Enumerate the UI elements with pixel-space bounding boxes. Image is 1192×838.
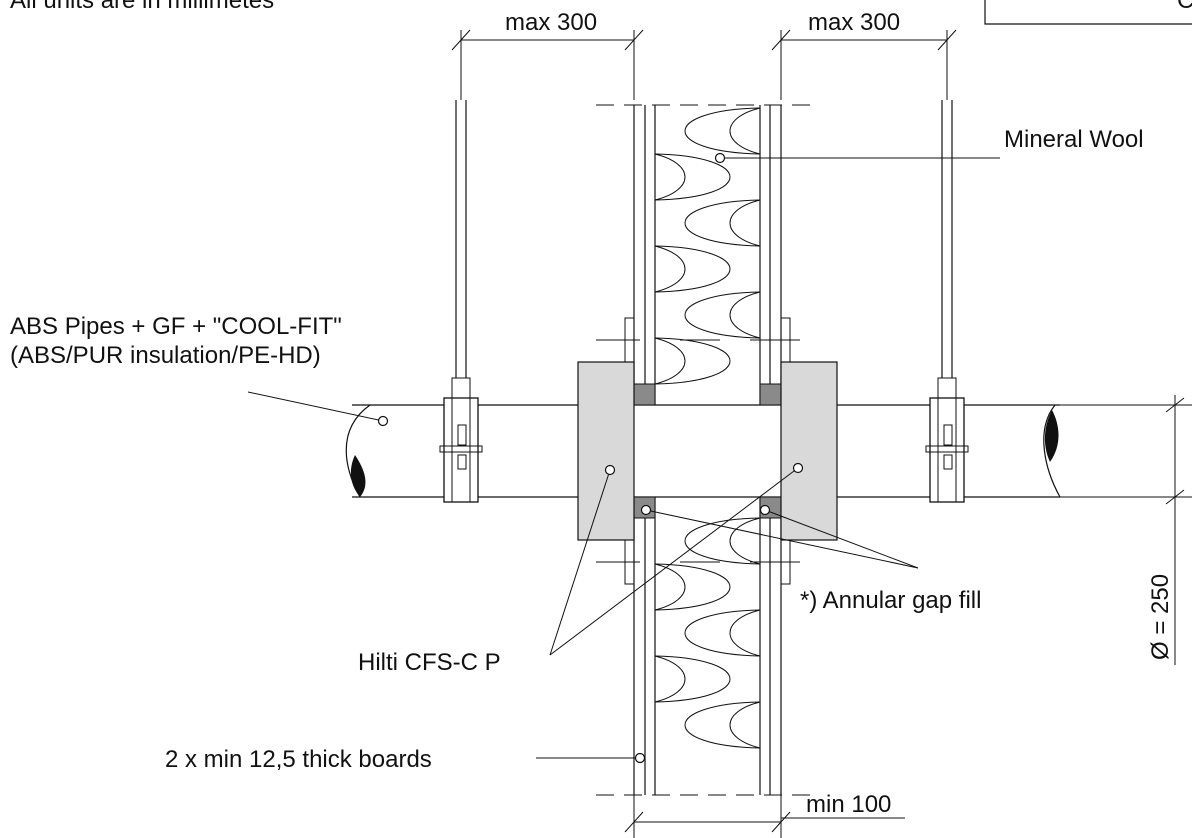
dimension-max-300-right: max 300 — [771, 9, 957, 100]
dimension-label-max-left: max 300 — [505, 9, 597, 36]
wool-loop — [654, 153, 731, 201]
wool-loop — [654, 245, 731, 293]
pipe-hanger-right — [925, 100, 969, 503]
wool-loop — [684, 701, 761, 749]
title-block-letter: C — [1177, 0, 1192, 14]
pipe-hanger-left — [439, 100, 483, 503]
wool-loop — [684, 517, 761, 565]
dimension-min-100: min 100 — [624, 791, 905, 838]
wool-loop — [684, 199, 761, 247]
dimension-label-max-right: max 300 — [808, 9, 900, 36]
label-mineral-wool: Mineral Wool — [1004, 126, 1144, 153]
label-pipes-line1: ABS Pipes + GF + "COOL-FIT" — [10, 313, 342, 340]
dimension-max-300-left: max 300 — [451, 9, 644, 100]
hilti-collars — [577, 317, 838, 585]
wool-loop — [684, 291, 761, 339]
label-hilti-cfs-c-p: Hilti CFS-C P — [358, 649, 501, 676]
dimension-diameter: Ø = 250 — [1060, 395, 1192, 665]
wool-loop — [654, 655, 731, 703]
mineral-wool-top-pattern — [654, 107, 761, 385]
wool-loop — [684, 609, 761, 657]
label-boards: 2 x min 12,5 thick boards — [165, 746, 432, 773]
wool-loop — [684, 107, 761, 155]
label-pipes-line2: (ABS/PUR insulation/PE-HD) — [10, 342, 321, 369]
dimension-label-diameter: Ø = 250 — [1147, 574, 1174, 660]
label-annular-gap-fill: *) Annular gap fill — [800, 587, 981, 614]
dimension-label-min-100: min 100 — [806, 791, 891, 818]
leader-lines — [247, 152, 1000, 764]
units-note: All units are in millimetes — [10, 0, 274, 14]
title-block-fragment: C — [984, 0, 1192, 25]
